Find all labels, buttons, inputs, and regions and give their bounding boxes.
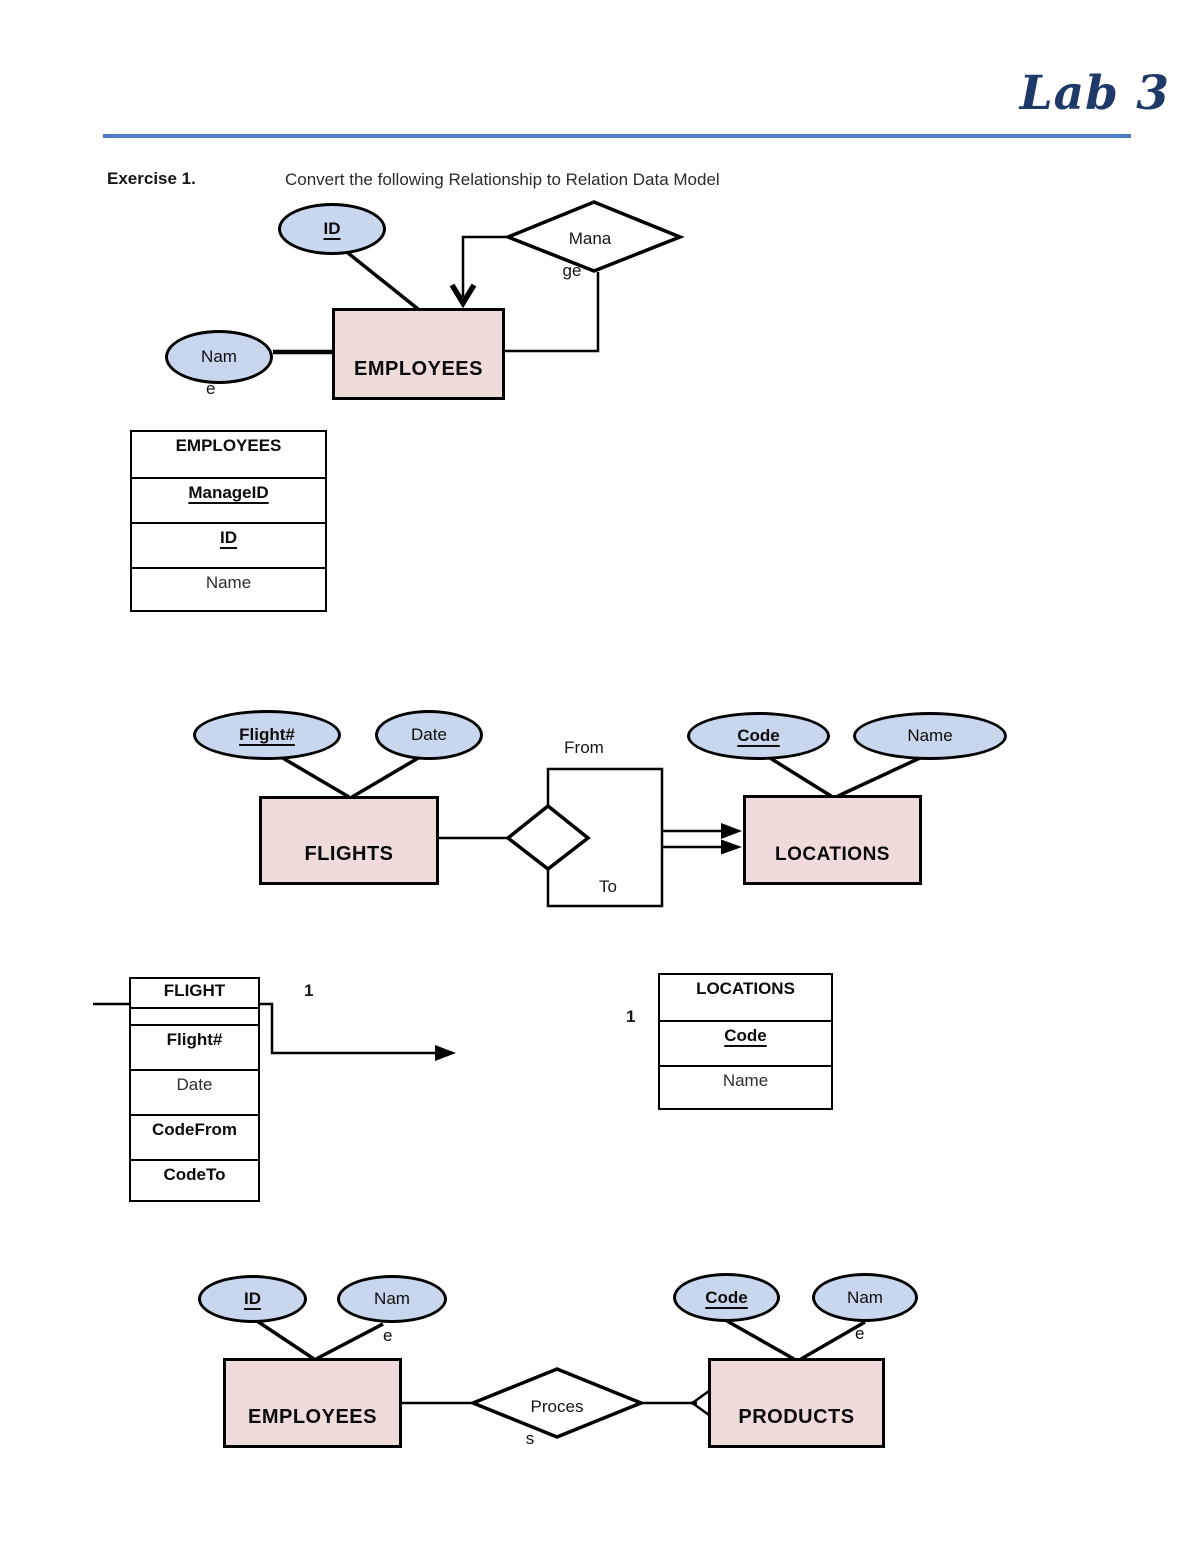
er2-code-line [769,756,832,798]
er3-name2-line [800,1320,866,1361]
er1-relationship-label-line1: Mana [568,229,612,248]
er1-entity-employees: EMPLOYEES [332,308,505,400]
rel-employees-header-label: EMPLOYEES [175,436,282,455]
er2-attr-name-label: Name [907,726,953,745]
er3-attr-id-oval: ID [198,1275,307,1323]
rel-flight-codefrom-label: CodeFrom [152,1120,237,1139]
rel-flight-date-label: Date [176,1075,213,1094]
locations-multiplicity-label: 1 [626,1007,636,1026]
er2-from-label: From [564,738,604,757]
er3-connectors [256,1319,866,1439]
flight-multiplicity-label: 1 [304,981,314,1000]
rel-employees-id-label: ID [220,528,237,547]
rel-table-employees: EMPLOYEES ManageID ID Name [130,430,327,612]
rel-flight-row-flightnum: Flight# [131,1024,258,1069]
er1-attr-name-label: Nam [201,347,237,366]
er3-code-line [726,1319,795,1361]
er2-attr-code-oval: Code [687,712,830,760]
er2-relationship-diamond [505,803,591,872]
er1-attr-id-oval: ID [278,203,386,255]
er2-attr-code-label: Code [737,726,780,745]
rel-flight-row-date: Date [131,1069,258,1114]
er1-attr-name-overflow: e [206,379,216,398]
er1-arrowhead-down [449,283,477,309]
er3-attr-code-oval: Code [673,1273,780,1322]
rel-locations-name-label: Name [722,1071,769,1090]
er3-attr-code-label: Code [705,1287,748,1307]
er3-entity-products-label: PRODUCTS [738,1406,855,1428]
er1-return-elbow-line [505,272,600,353]
rel-flight-header-label: FLIGHT [163,981,226,1000]
er3-relationship-label-line1: Proces [530,1397,584,1416]
rel-flight-flightnum-label: Flight# [166,1030,223,1049]
er2-to-label: To [599,877,617,896]
er3-attr-id-label: ID [244,1289,261,1308]
er3-entity-employees: EMPLOYEES [223,1358,402,1448]
er2-attr-date-oval: Date [375,710,483,760]
page-title: Lab 3 [1019,66,1170,121]
exercise-number-label: Exercise 1. [107,169,196,188]
rel-flight-row-codefrom: CodeFrom [131,1114,258,1159]
er2-from-arrowhead [721,823,742,839]
er2-from-to-routing-line [546,767,664,908]
rel-flight-spacer-row [131,1007,258,1024]
rel-locations-code-label: Code [724,1026,767,1045]
er3-crowfoot-upper [690,1389,710,1406]
er2-flightnum-line [280,755,350,799]
rel-locations-header: LOCATIONS [660,975,831,1020]
er3-id-line [256,1319,315,1361]
er1-attr-id-label: ID [323,219,341,238]
er2-connectors [280,755,921,908]
er1-manage-elbow-line [461,235,508,297]
er3-attr-name2-overflow: e [855,1324,865,1343]
er3-attr-name-label: Nam [374,1289,410,1308]
er2-attr-date-label: Date [411,725,447,744]
rel-employees-name-label: Name [205,573,252,592]
rel-employees-row-name: Name [132,567,325,610]
flight-mapping-arrowhead [435,1045,456,1061]
er2-attr-name-oval: Name [853,712,1007,760]
er1-entity-employees-label: EMPLOYEES [354,358,483,380]
exercise-instruction-text: Convert the following Relationship to Re… [285,170,720,189]
er3-attr-name-overflow: e [383,1326,393,1345]
rel-locations-row-code: Code [660,1020,831,1065]
er3-attr-name2-oval: Nam [812,1273,918,1322]
rel-table-flight: FLIGHT Flight# Date CodeFrom CodeTo [129,977,260,1202]
rel-employees-row-manageid: ManageID [132,477,325,522]
er2-attr-flightnum-label: Flight# [239,725,295,744]
er2-date-line [351,755,421,799]
rel-flight-header: FLIGHT [131,979,258,1007]
rel-locations-header-label: LOCATIONS [696,979,795,998]
rel-table-locations: LOCATIONS Code Name [658,973,833,1110]
er3-name-line [315,1322,384,1361]
er3-relationship-label-line2: s [525,1429,535,1448]
title-rule-divider [103,134,1131,138]
er1-manage-diamond [503,200,685,273]
er2-to-arrowhead [721,839,742,855]
rel-employees-manageid-label: ManageID [188,483,269,502]
er3-entity-products: PRODUCTS [708,1358,885,1448]
er3-attr-name-oval: Nam [337,1275,447,1323]
er3-attr-name2-label: Nam [847,1287,883,1307]
er3-entity-employees-label: EMPLOYEES [248,1406,377,1428]
er1-attr-name-oval: Nam [165,330,273,384]
er2-name-line [837,756,921,798]
er2-entity-flights-label: FLIGHTS [304,843,394,865]
er1-connectors [273,200,685,355]
er2-entity-locations: LOCATIONS [743,795,922,885]
er1-id-line [346,251,420,311]
rel-employees-header: EMPLOYEES [132,432,325,477]
rel-locations-row-name: Name [660,1065,831,1108]
er1-relationship-label-line2: ge [562,261,582,280]
er3-crowfoot-lower [690,1400,710,1417]
er2-entity-locations-label: LOCATIONS [775,844,890,865]
er2-entity-flights: FLIGHTS [259,796,439,885]
er2-attr-flightnum-oval: Flight# [193,710,341,760]
rel-flight-codeto-label: CodeTo [163,1165,226,1184]
rel-flight-row-codeto: CodeTo [131,1159,258,1200]
rel-employees-row-id: ID [132,522,325,567]
